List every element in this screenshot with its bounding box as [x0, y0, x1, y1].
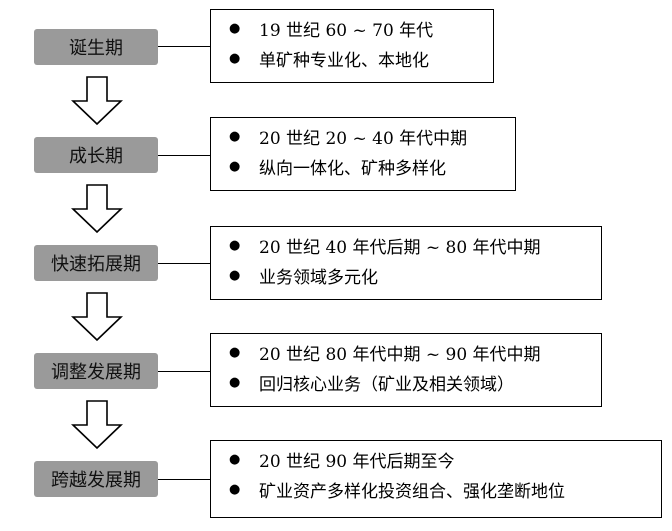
- item-text: 19 世纪 60 ~ 70 年代: [259, 20, 434, 41]
- stage-leapfrog: 跨越发展期: [34, 461, 158, 497]
- bullet-icon: ●: [229, 344, 241, 360]
- bullet-icon: ●: [229, 267, 241, 283]
- list-item: ● 业务领域多元化: [229, 260, 601, 290]
- item-text: 回归核心业务（矿业及相关领域）: [259, 374, 514, 395]
- bullet-icon: ●: [229, 374, 241, 390]
- list-item: ● 矿业资产多样化投资组合、强化垄断地位: [229, 474, 661, 504]
- bullet-icon: ●: [229, 237, 241, 253]
- list-item: ● 19 世纪 60 ~ 70 年代: [229, 13, 493, 43]
- down-arrow-icon: [71, 292, 123, 342]
- stage-rapid-expansion: 快速拓展期: [34, 245, 158, 281]
- stage-label: 成长期: [69, 146, 123, 167]
- bullet-icon: ●: [229, 128, 241, 144]
- item-text: 业务领域多元化: [259, 267, 378, 288]
- stage-description-box: ● 20 世纪 90 年代后期至今 ● 矿业资产多样化投资组合、强化垄断地位: [210, 440, 662, 518]
- connector-line: [158, 46, 210, 47]
- list-item: ● 回归核心业务（矿业及相关领域）: [229, 367, 601, 397]
- bullet-icon: ●: [229, 481, 241, 497]
- item-text: 单矿种专业化、本地化: [259, 50, 429, 71]
- item-text: 20 世纪 80 年代中期 ~ 90 年代中期: [259, 344, 541, 365]
- connector-line: [158, 371, 210, 372]
- connector-line: [158, 479, 210, 480]
- down-arrow-icon: [71, 400, 123, 450]
- list-item: ● 单矿种专业化、本地化: [229, 43, 493, 73]
- bullet-icon: ●: [229, 50, 241, 66]
- stage-growth: 成长期: [34, 137, 158, 173]
- bullet-icon: ●: [229, 451, 241, 467]
- bullet-icon: ●: [229, 20, 241, 36]
- list-item: ● 纵向一体化、矿种多样化: [229, 151, 515, 181]
- list-item: ● 20 世纪 80 年代中期 ~ 90 年代中期: [229, 337, 601, 367]
- item-text: 矿业资产多样化投资组合、强化垄断地位: [259, 481, 565, 502]
- stage-label: 快速拓展期: [51, 254, 141, 275]
- list-item: ● 20 世纪 20 ~ 40 年代中期: [229, 121, 515, 151]
- stage-label: 调整发展期: [51, 362, 141, 383]
- connector-line: [158, 155, 210, 156]
- item-text: 20 世纪 40 年代后期 ~ 80 年代中期: [259, 237, 541, 258]
- stage-description-box: ● 19 世纪 60 ~ 70 年代 ● 单矿种专业化、本地化: [210, 9, 494, 83]
- down-arrow-icon: [71, 184, 123, 234]
- stage-description-box: ● 20 世纪 20 ~ 40 年代中期 ● 纵向一体化、矿种多样化: [210, 117, 516, 191]
- stage-label: 跨越发展期: [51, 470, 141, 491]
- stage-label: 诞生期: [69, 38, 123, 59]
- item-text: 20 世纪 20 ~ 40 年代中期: [259, 128, 468, 149]
- item-text: 20 世纪 90 年代后期至今: [259, 451, 455, 472]
- list-item: ● 20 世纪 90 年代后期至今: [229, 444, 661, 474]
- bullet-icon: ●: [229, 158, 241, 174]
- stage-birth: 诞生期: [34, 29, 158, 65]
- item-text: 纵向一体化、矿种多样化: [259, 158, 446, 179]
- list-item: ● 20 世纪 40 年代后期 ~ 80 年代中期: [229, 230, 601, 260]
- stage-description-box: ● 20 世纪 40 年代后期 ~ 80 年代中期 ● 业务领域多元化: [210, 226, 602, 300]
- stage-adjustment: 调整发展期: [34, 353, 158, 389]
- down-arrow-icon: [71, 76, 123, 126]
- connector-line: [158, 263, 210, 264]
- stage-description-box: ● 20 世纪 80 年代中期 ~ 90 年代中期 ● 回归核心业务（矿业及相关…: [210, 333, 602, 407]
